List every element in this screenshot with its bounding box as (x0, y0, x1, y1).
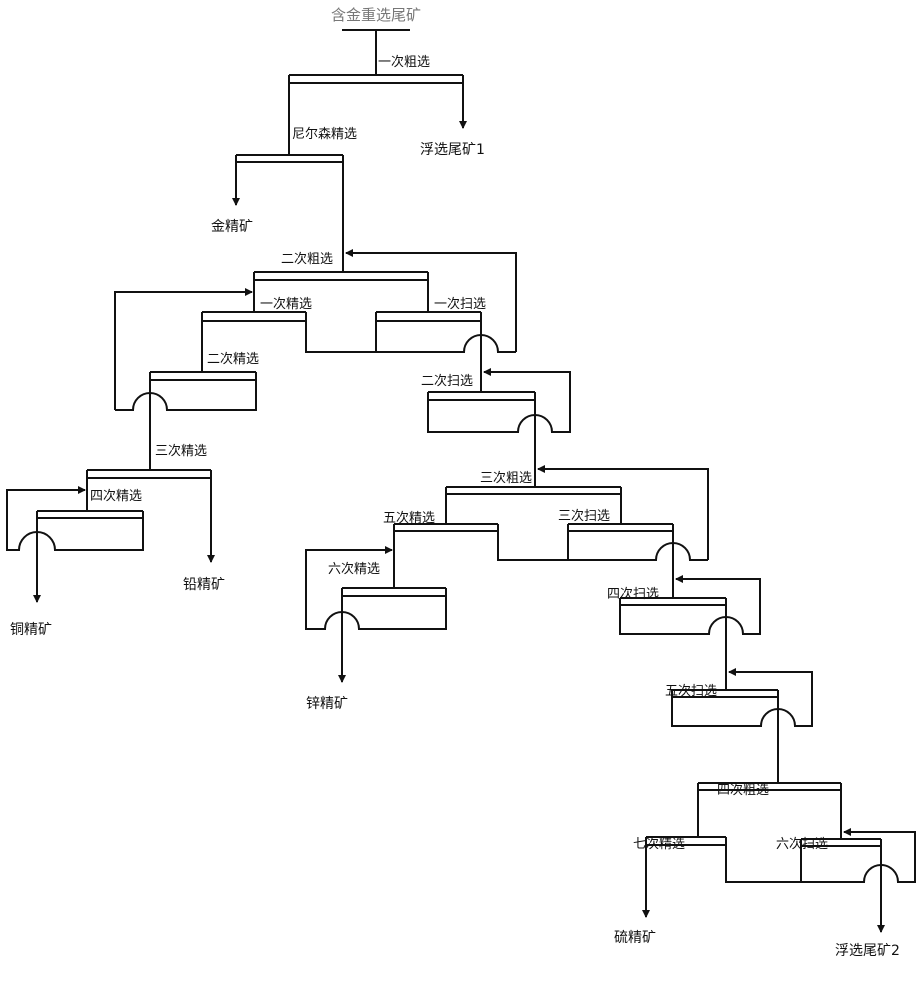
label-scavenger4: 四次扫选 (607, 586, 659, 602)
label-cleaner3: 三次精选 (155, 443, 207, 459)
label-rougher4: 四次粗选 (717, 782, 769, 798)
cell-cleaner4 (6, 490, 144, 603)
label-scavenger2: 二次扫选 (421, 373, 473, 389)
label-cleaner6: 六次精选 (328, 561, 380, 577)
label-rougher1: 一次粗选 (378, 54, 430, 70)
product-zinc-concentrate: 锌精矿 (306, 696, 348, 712)
cell-cleaner2 (115, 371, 257, 470)
cell-cleaner5 (393, 523, 568, 588)
cell-cleaner7 (642, 836, 801, 918)
cell-nelson (232, 154, 344, 272)
feed-title: 含金重选尾矿 (331, 6, 421, 24)
product-gold-concentrate: 金精矿 (211, 219, 253, 235)
cell-cleaner6 (305, 550, 447, 683)
label-cleaner5: 五次精选 (383, 510, 435, 526)
cell-scavenger3 (567, 523, 708, 598)
label-cleaner2: 二次精选 (207, 351, 259, 367)
cell-rougher4 (697, 782, 842, 839)
product-lead-concentrate: 铅精矿 (183, 577, 225, 593)
cell-scavenger5 (671, 672, 813, 783)
feed-bar (342, 29, 410, 75)
label-cleaner4: 四次精选 (90, 488, 142, 504)
label-scavenger6: 六次扫选 (776, 836, 828, 852)
label-scavenger3: 三次扫选 (558, 508, 610, 524)
product-tailings2: 浮选尾矿2 (835, 943, 900, 959)
product-sulfur-concentrate: 硫精矿 (614, 930, 656, 946)
label-nelson: 尼尔森精选 (292, 127, 357, 142)
cell-rougher1 (288, 74, 467, 155)
cell-rougher2 (253, 249, 517, 352)
cell-rougher3 (445, 465, 709, 560)
label-scavenger1: 一次扫选 (434, 296, 486, 312)
product-copper-concentrate: 铜精矿 (10, 622, 52, 638)
label-cleaner1: 一次精选 (260, 296, 312, 312)
label-rougher3: 三次粗选 (480, 470, 532, 486)
cell-cleaner3 (86, 469, 215, 563)
cell-scavenger6 (800, 832, 916, 933)
cell-scavenger1 (375, 311, 516, 392)
product-tailings1: 浮选尾矿1 (420, 142, 485, 158)
cell-cleaner1 (114, 288, 376, 410)
label-scavenger5: 五次扫选 (665, 683, 717, 699)
label-rougher2: 二次粗选 (281, 251, 333, 267)
label-cleaner7: 七次精选 (633, 836, 685, 852)
cell-scavenger2 (427, 372, 571, 487)
